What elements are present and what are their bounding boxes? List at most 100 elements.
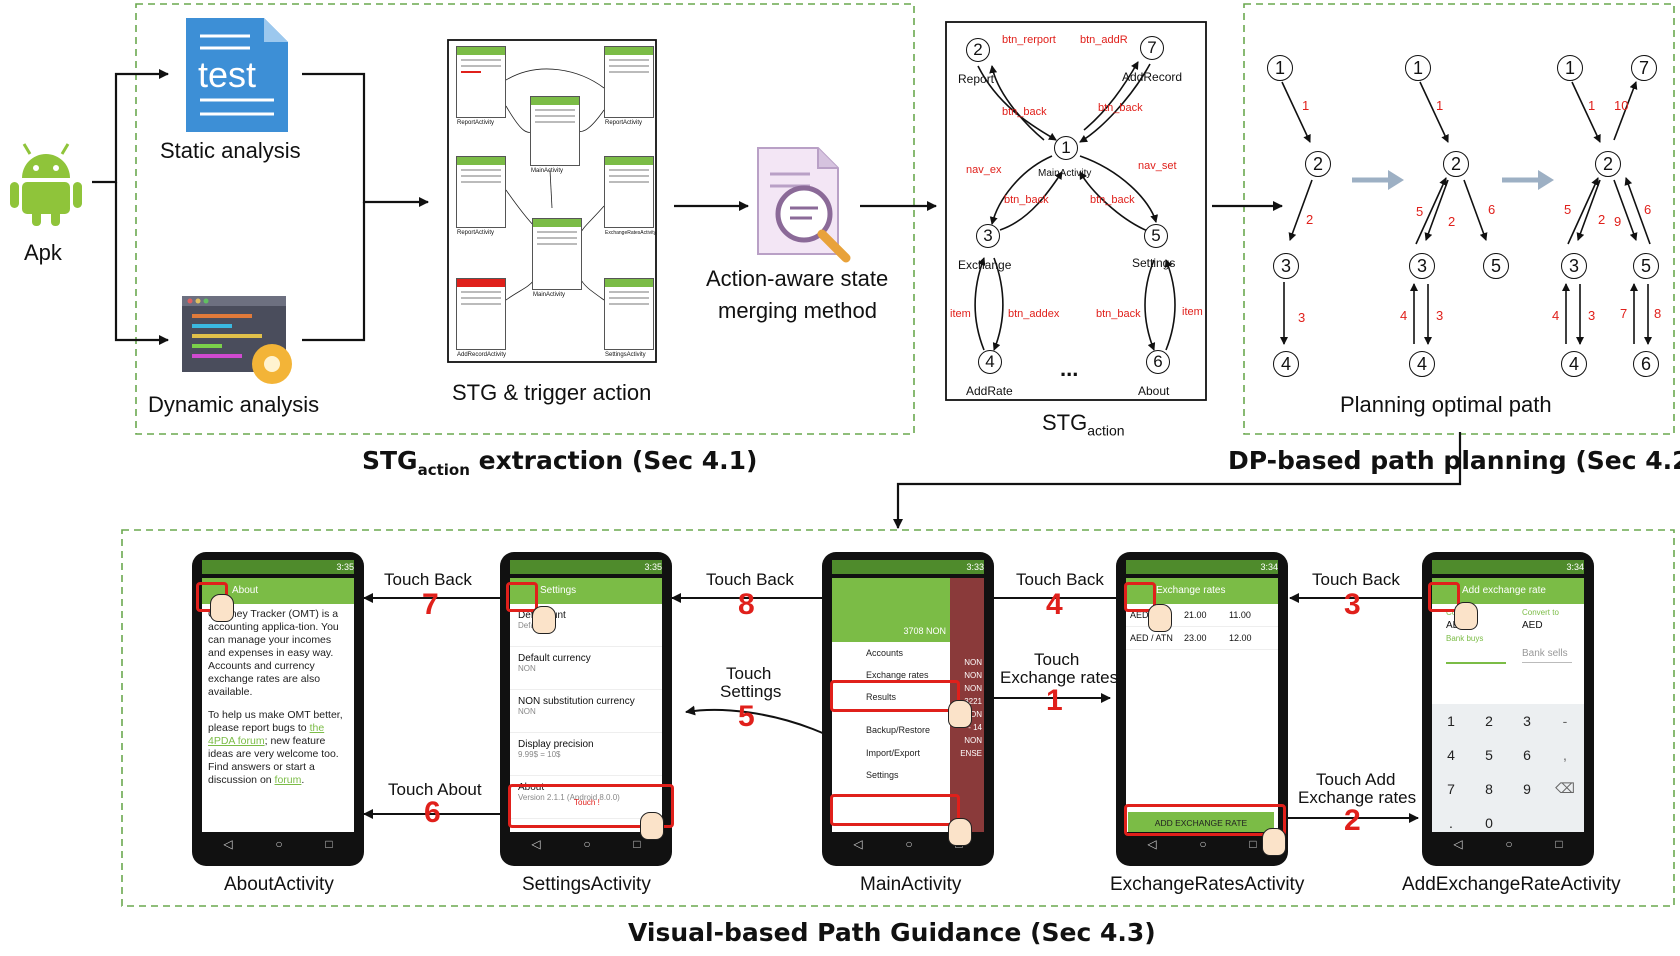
stg-edge-label: nav_ex [966, 164, 1002, 176]
plan-node: 2 [1305, 151, 1331, 177]
plan-node: 6 [1633, 351, 1659, 377]
keypad-key[interactable]: 1 [1447, 712, 1455, 729]
plan-weight: 2 [1598, 212, 1606, 227]
drawer-item[interactable]: Results [866, 692, 897, 702]
stg-extraction-title: STGaction extraction (Sec 4.1) [362, 446, 758, 479]
side-value: 3221 [964, 697, 982, 706]
dynamic-to-stg-line [302, 202, 366, 342]
planning-label: Planning optimal path [1340, 392, 1552, 417]
step-label: Touch About [388, 780, 482, 799]
merge-label-line2: merging method [718, 298, 877, 323]
mini-screen: ReportActivity [456, 46, 506, 126]
step-label: Touch Back [1016, 570, 1104, 589]
forum-link-2[interactable]: forum [274, 774, 302, 786]
stg-node-name: Exchange [958, 258, 1012, 272]
stg-node-name: About [1138, 384, 1170, 398]
nav-bar: ◁○□ [1126, 832, 1278, 856]
plan-weight: 3 [1588, 308, 1596, 323]
step-label: Touch Back [1312, 570, 1400, 589]
keypad-key[interactable]: 4 [1447, 746, 1455, 763]
apk-to-dynamic-arrow [114, 182, 169, 345]
planning-to-guidance-arrow [893, 432, 1462, 529]
keypad-key[interactable]: 3 [1523, 712, 1531, 729]
drawer-item[interactable]: Backup/Restore [866, 725, 931, 735]
nav-bar: ◁○□ [1432, 832, 1584, 856]
keypad-key[interactable]: 9 [1523, 780, 1531, 797]
plan-weight: 3 [1298, 310, 1306, 325]
about-text: Op oney Tracker (OMT) is a accounting ap… [208, 608, 343, 786]
status-bar: 3:34 [1432, 560, 1584, 574]
step-number: 4 [1046, 588, 1063, 621]
stgaction-edges [974, 61, 1176, 351]
stg-node: 2 [966, 38, 990, 62]
static-to-stg-arrow [302, 72, 429, 207]
path-guidance-title: Visual-based Path Guidance (Sec 4.3) [628, 918, 1156, 947]
step-label: Touch Back [706, 570, 794, 589]
plan-node: 2 [1595, 151, 1621, 177]
step-number: 8 [738, 588, 755, 621]
keypad-key[interactable]: ⌫ [1555, 780, 1575, 797]
plan-weight: 2 [1448, 214, 1456, 229]
plan-node: 3 [1273, 253, 1299, 279]
step-number: 1 [1046, 684, 1063, 717]
nav-bar: ◁○□ [510, 832, 662, 856]
drawer-item[interactable]: Accounts [866, 648, 904, 658]
keypad-key[interactable]: 0 [1485, 815, 1493, 832]
keypad-key[interactable]: 2 [1485, 712, 1493, 729]
side-value: NON [964, 658, 982, 667]
stg-edge-label: btn_back [1002, 106, 1047, 118]
keypad-key[interactable]: 8 [1485, 780, 1493, 797]
static-analysis-label: Static analysis [160, 138, 301, 163]
plan-weight: 6 [1488, 202, 1496, 217]
plan-node: 3 [1561, 253, 1587, 279]
keypad-key[interactable]: 5 [1485, 746, 1493, 763]
hand-pointer-icon [640, 812, 664, 840]
drawer-item[interactable]: Import/Export [866, 748, 921, 758]
stg-edge-label: item [950, 308, 971, 320]
stg-edge-label: btn_back [1004, 194, 1049, 206]
drawer-item[interactable]: Exchange rates [866, 670, 929, 680]
merge-label-line1: Action-aware state [706, 266, 889, 291]
add-exchange-rate-button[interactable]: ADD EXCHANGE RATE [1128, 812, 1274, 834]
keypad-key[interactable]: , [1563, 746, 1567, 763]
keypad-key[interactable]: 7 [1447, 780, 1455, 797]
mini-screen: SettingsActivity [604, 278, 654, 358]
hand-pointer-icon [1262, 828, 1286, 856]
drawer-item[interactable]: Settings [866, 770, 899, 780]
plan-weight: 8 [1654, 306, 1662, 321]
main-amount: 3708 NON [903, 626, 946, 636]
step-label: Touch Back [384, 570, 472, 589]
step-label: Settings [720, 682, 782, 701]
android-icon [6, 140, 86, 226]
stg-node-name: AddRecord [1122, 70, 1183, 84]
plan-weight: 2 [1306, 212, 1314, 227]
exchange-rates-highlight [830, 680, 960, 712]
stg-node: 6 [1146, 350, 1170, 374]
hand-pointer-icon [210, 594, 234, 622]
code-window-icon [182, 296, 298, 388]
plan-node: 3 [1409, 253, 1435, 279]
step-number: 6 [424, 796, 441, 829]
keypad-key[interactable]: . [1449, 815, 1453, 832]
status-bar: 3:33 [832, 560, 984, 574]
bank-sells-input[interactable]: Bank sells [1522, 648, 1568, 659]
stg-edge-label: btn_rerport [1002, 34, 1056, 46]
forum-link[interactable]: the 4PDA forum [208, 722, 325, 747]
plan-node: 7 [1631, 55, 1657, 81]
plan-weight: 9 [1614, 214, 1622, 229]
step-number: 7 [422, 588, 439, 621]
phone-label-settings: SettingsActivity [522, 874, 651, 895]
keypad-key[interactable]: - [1562, 712, 1568, 729]
status-bar: 3:35 [510, 560, 662, 574]
step-number: 2 [1344, 804, 1361, 837]
plan-weight: 6 [1644, 202, 1652, 217]
keypad-key[interactable]: 6 [1523, 746, 1531, 763]
phone-label-add-rate: AddExchangeRateActivity [1402, 874, 1621, 895]
